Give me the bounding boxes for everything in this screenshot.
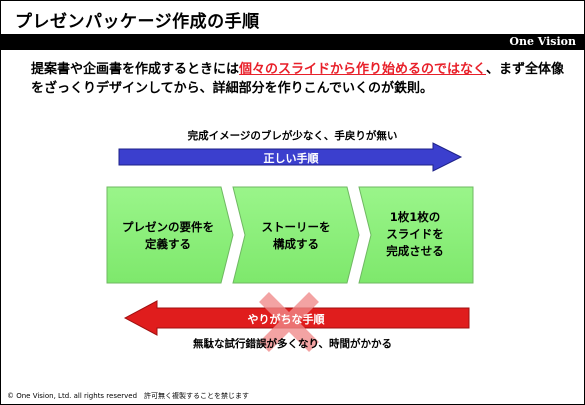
copyright-footer: © One Vision, Ltd. all rights reserved 許…	[7, 392, 250, 400]
intro-highlight: 個々のスライドから作り始めるのではなく	[239, 62, 487, 77]
step-3-line-3: 完成させる	[386, 244, 444, 258]
step-chevron-3	[358, 186, 474, 284]
intro-text: 提案書や企画書を作成するときには個々のスライドから作り始めるのではなく、まず全体…	[31, 60, 571, 98]
step-2-line-1: ストーリーを	[261, 220, 331, 234]
bottom-caption: 無駄な試行錯誤が多くなり、時間がかかる	[192, 338, 393, 350]
brand-logo: One Vision	[509, 35, 576, 48]
step-2-line-2: 構成する	[273, 237, 319, 251]
intro-part1: 提案書や企画書を作成するときには	[31, 62, 240, 77]
correct-procedure-label: 正しい手順	[263, 152, 319, 165]
top-caption: 完成イメージのブレが少なく、手戻りが無い	[187, 130, 398, 142]
step-1-line-2: 定義する	[145, 237, 191, 251]
step-1-text: プレゼンの要件を 定義する	[109, 219, 227, 253]
step-chevron-2	[232, 186, 360, 284]
step-1-line-1: プレゼンの要件を	[122, 220, 214, 234]
step-3-line-1: 1枚1枚の	[389, 210, 441, 224]
step-chevron-1	[106, 186, 234, 284]
step-3-line-2: スライドを	[386, 227, 444, 241]
wrong-procedure-label: やりがちな手順	[247, 313, 325, 326]
page-title: プレゼンパッケージ作成の手順	[15, 12, 260, 32]
step-3-text: 1枚1枚の スライドを 完成させる	[359, 209, 471, 260]
intro-part2: 、まず全体像をざっくりデザインしてから、詳細部分を作りこんでいくのが鉄則。	[31, 62, 565, 96]
brand-bar: One Vision	[1, 34, 584, 50]
correct-procedure-arrow	[118, 142, 463, 172]
cross-mark-icon	[259, 292, 319, 352]
step-2-text: ストーリーを 構成する	[237, 219, 355, 253]
